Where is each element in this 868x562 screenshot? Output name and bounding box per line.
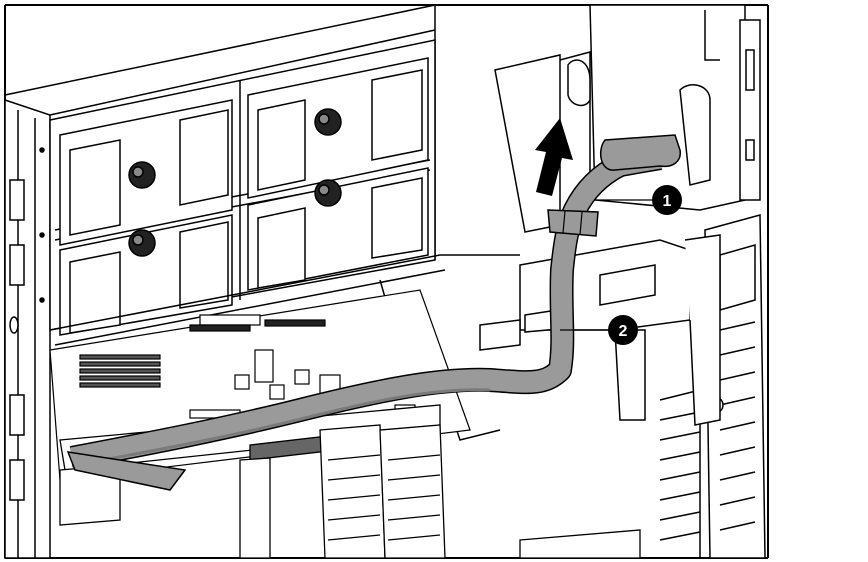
ribbon-cable[interactable]	[66, 134, 681, 491]
direction-arrow-icon	[535, 118, 573, 196]
callout-number-1: 1	[663, 193, 672, 210]
memory-module	[79, 354, 161, 388]
expansion-slots	[59, 404, 641, 559]
drive-bay-top-right	[247, 57, 429, 199]
callout-2: 2	[608, 315, 638, 345]
cable-clamp	[547, 209, 599, 237]
drive-bay-top-left	[59, 99, 233, 246]
drive-bay-bottom-left	[59, 214, 233, 336]
drive-cage	[49, 39, 436, 336]
chassis-left-wall	[4, 98, 51, 559]
drive-bay-bottom-right	[247, 167, 429, 291]
callout-1: 1	[652, 185, 682, 215]
media-bay	[494, 4, 761, 233]
callout-leaders	[560, 199, 652, 331]
board-connector	[189, 319, 326, 332]
callout-marker-icon	[608, 315, 638, 345]
callout-marker-icon	[652, 185, 682, 215]
callout-number-2: 2	[619, 323, 628, 340]
